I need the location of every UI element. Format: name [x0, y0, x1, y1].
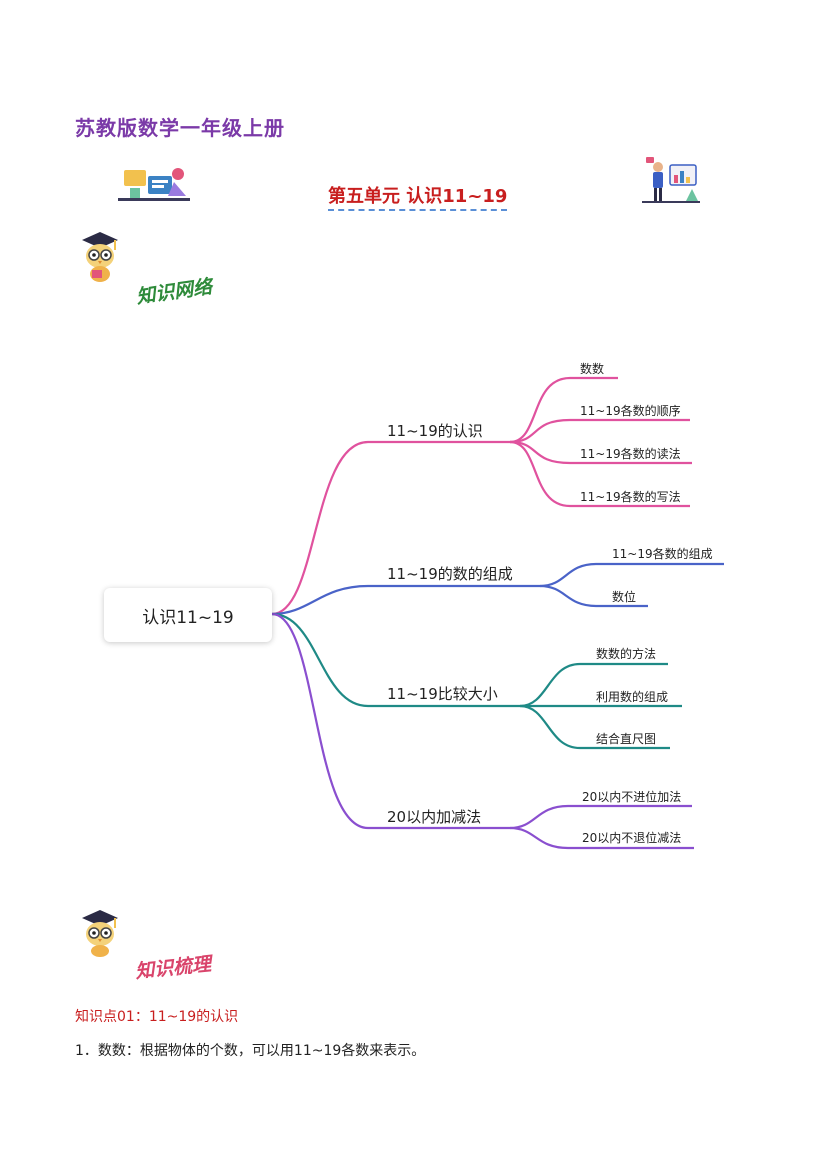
mindmap-leaf: 数数: [580, 362, 605, 376]
mindmap-leaf: 数数的方法: [596, 647, 657, 661]
mindmap-leaf: 11~19各数的写法: [580, 490, 681, 504]
mindmap-branch-1-lines: [271, 376, 692, 616]
mindmap-branch-2-lines: [271, 562, 724, 616]
mindmap-branch-1-label: 11~19的认识: [387, 422, 483, 440]
owl-scholar-icon: [82, 232, 118, 282]
mindmap-leaf: 20以内不进位加法: [582, 790, 682, 804]
mindmap-leaf: 20以内不退位减法: [582, 831, 682, 845]
mindmap-branch-3-label: 11~19比较大小: [387, 685, 498, 703]
presentation-illustration-icon: [642, 157, 700, 203]
knowledge-point-item-1: 1．数数：根据物体的个数，可以用11~19各数来表示。: [75, 1043, 426, 1059]
mindmap-branch-2-label: 11~19的数的组成: [387, 565, 513, 583]
knowledge-point-title: 知识点01：11~19的认识: [75, 1009, 239, 1025]
mindmap-root-node: 认识11~19: [104, 588, 272, 642]
mindmap-leaf: 11~19各数的读法: [580, 447, 681, 461]
mindmap-leaf: 11~19各数的顺序: [580, 404, 681, 418]
book-title: 苏教版数学一年级上册: [75, 116, 285, 140]
study-illustration-icon: [118, 168, 190, 201]
mindmap-leaf: 11~19各数的组成: [612, 547, 713, 561]
mindmap-root-label: 认识11~19: [142, 607, 234, 628]
mindmap-leaf: 利用数的组成: [596, 690, 669, 704]
owl-scholar-icon: [82, 910, 118, 957]
mindmap-branch-4-lines: [271, 612, 694, 850]
mindmap-branch-3-lines: [271, 612, 682, 750]
unit-title: 第五单元 认识11~19: [328, 182, 508, 211]
mindmap-leaf: 结合直尺图: [596, 732, 657, 746]
mindmap-leaf: 数位: [612, 590, 637, 604]
mindmap-branch-4-label: 20以内加减法: [387, 808, 482, 826]
